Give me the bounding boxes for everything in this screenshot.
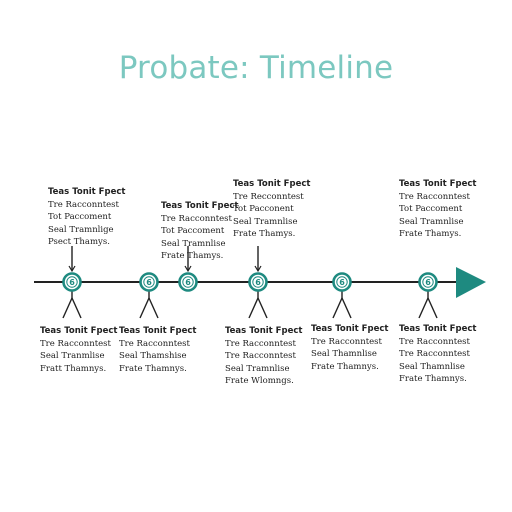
note-line: Seal Tramnlise [399,216,464,227]
note-line: Tre Racconntest [161,213,232,224]
note-line: Psect Thamys. [48,237,110,247]
note-line: Tre Racconntest [40,338,111,349]
note-heading: Teas Tonit Fpect [311,324,389,334]
milestone-marker-inner [252,276,264,288]
connector-arrow-icon [184,265,192,273]
note-line: Tre Racconntest [225,351,296,361]
note-heading: Teas Tonit Fpect [233,179,311,189]
milestone-icon-label: 6 [185,278,191,287]
note-line: Tre Racconntest [119,338,190,349]
milestone-icon-label: 6 [339,278,345,287]
note-line: Frate Thamnys. [311,361,379,372]
milestone-marker-inner [66,276,78,288]
note-line: Tre Recconntest [233,191,304,202]
milestone-leg-right [148,297,159,319]
note-line: Tot Paccoment [48,212,112,222]
note-line: Tot Paccoment [399,204,463,214]
milestone-leg-left [62,297,73,319]
note-line: Seal Tramnlise [233,216,298,227]
note-line: Tre Racconntest [399,191,470,202]
milestone-marker-inner [336,276,348,288]
note-line: Frate Thamnys. [119,363,187,374]
milestone-marker-inner [143,276,155,288]
timeline-arrowhead [456,267,486,298]
milestone-marker-inner [182,276,194,288]
note-line: Tre Racconntest [225,338,296,349]
milestone-icon-label: 6 [255,278,261,287]
note-line: Frate Thamnys. [399,374,467,384]
note-heading: Teas Tonit Fpect [399,324,477,334]
milestone-leg-right [257,297,268,319]
note-heading: Teas Tonit Fpect [399,179,477,189]
milestone-leg-left [418,297,429,319]
note-line: Tre Racconntest [399,349,470,359]
note-line: Tre Racconntest [399,336,470,347]
milestone-icon-label: 6 [146,278,152,287]
milestone-leg-right [71,297,82,319]
page-title: Probate: Timeline [118,50,394,86]
note-line: Seal Thamnlise [311,349,377,359]
milestone-leg-right [341,297,352,319]
note-line: Tot Paccoment [161,226,225,236]
milestone-leg-left [139,297,150,319]
note-line: Frate Wlomngs. [225,376,294,386]
note-line: Seal Tramnlise [225,363,290,374]
note-line: Frate Thamys. [233,229,296,239]
note-line: Seal Tranmlise [40,351,105,361]
note-heading: Teas Tonit Fpect [40,326,118,336]
note-line: Seal Thamnlise [399,361,465,372]
note-line: Seal Thamshise [119,351,187,361]
note-heading: Teas Tonit Fpect [48,187,126,197]
note-line: Tot Pacconent [233,204,294,214]
note-heading: Teas Tonit Fpect [225,326,303,336]
note-heading: Teas Tonit Fpect [119,326,197,336]
milestone-icon-label: 6 [425,278,431,287]
milestone-leg-right [427,297,438,319]
note-line: Frate Thamys. [161,251,224,261]
milestone-leg-left [248,297,259,319]
milestone-leg-left [332,297,343,319]
note-line: Tre Racconntest [311,336,382,347]
milestone-marker-inner [422,276,434,288]
note-line: Fratt Thamnys. [40,363,107,374]
milestone-icon-label: 6 [69,278,75,287]
connector-arrow-icon [68,265,76,273]
note-line: Seal Tramnlige [48,224,114,235]
note-heading: Teas Tonit Fpect [161,201,239,211]
note-line: Tre Racconntest [48,199,119,210]
note-line: Frate Thamys. [399,229,462,239]
connector-arrow-icon [254,265,262,273]
note-line: Seal Tramnlise [161,238,226,249]
